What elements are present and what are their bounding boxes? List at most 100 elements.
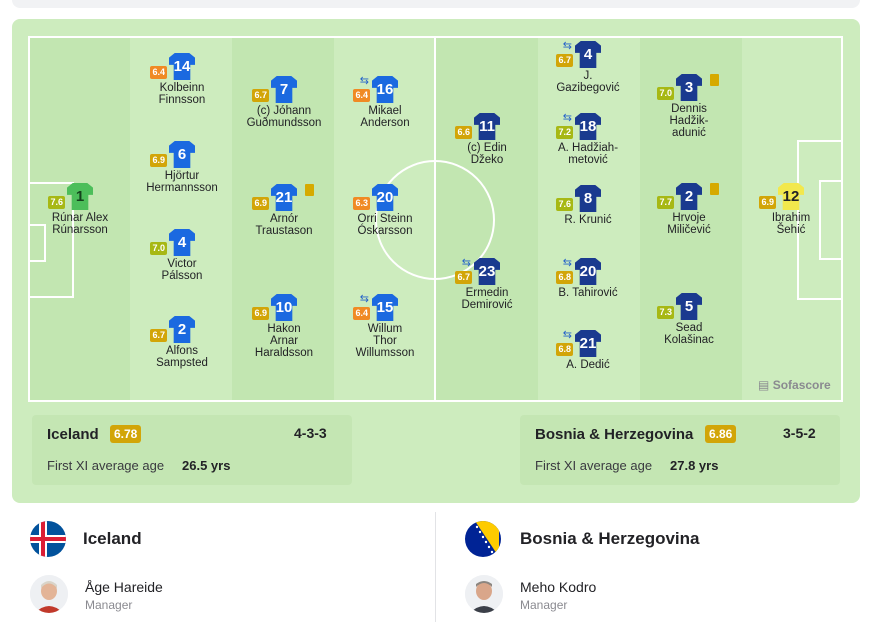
home-penalty-box [28,182,74,298]
player-rating: 7.0 [150,242,167,255]
center-circle [375,160,495,280]
player-number: 2 [177,321,187,338]
player-number: 14 [173,58,191,75]
player-away-21[interactable]: 21 ⇆ 6.8 A. Dedić [518,329,658,371]
player-rating: 6.8 [556,271,573,284]
shirt-icon: 4 7.0 [150,229,195,256]
player-rating: 6.7 [150,329,167,342]
player-name-line: Miličević [667,224,711,236]
player-away-2[interactable]: 2 7.7 Hrvoje Miličević [619,183,759,236]
player-home-15[interactable]: 15 ⇆ 6.4 Willum Thor Willumsson [315,293,455,359]
away-footer-team-name[interactable]: Bosnia & Herzegovina [520,529,700,548]
player-number: 5 [684,298,694,315]
player-name-line: Pálsson [161,270,203,282]
player-rating: 7.6 [556,198,573,211]
shirt-icon: 2 6.7 [150,316,195,343]
player-name-line: Willum [367,323,403,335]
shirt-icon: 12 6.9 [759,183,804,210]
substitution-icon: ⇆ [359,293,369,305]
player-name-line: Rúnar Alex [51,212,109,224]
player-away-4[interactable]: 4 ⇆ 6.7 J. Gazibegović [518,40,658,94]
player-number: 6 [177,146,187,163]
away-formation: 3-5-2 [783,425,816,441]
player-name-line: Finnsson [158,94,206,106]
player-rating: 6.4 [353,307,370,320]
shirt-icon: 14 6.4 [150,53,195,80]
player-name-line: Orri Steinn [357,213,413,225]
home-formation: 4-3-3 [294,425,327,441]
player-rating: 6.7 [252,89,269,102]
shirt-icon: 20 ⇆ 6.8 [556,257,601,285]
player-name-line: Haraldsson [254,347,314,359]
shirt-icon: 11 6.6 [455,113,500,140]
player-name-line: Hrvoje [672,212,706,224]
player-rating: 6.7 [556,54,573,67]
player-away-8[interactable]: 8 7.6 R. Krunić [518,185,658,226]
player-name-line: Ermedin [465,287,509,299]
away-manager-name[interactable]: Meho Kodro [520,579,597,595]
player-number: 21 [275,189,293,206]
away-age-value: 27.8 yrs [670,458,719,473]
player-home-14[interactable]: 14 6.4 Kolbeinn Finnsson [112,53,252,106]
player-rating: 7.6 [48,196,65,209]
player-home-16[interactable]: 16 ⇆ 6.4 Mikael Anderson [315,75,455,129]
player-away-5[interactable]: 5 7.3 Sead Kolašinac [619,293,759,346]
player-name-line: Mikael [368,105,402,117]
player-rating: 6.4 [353,89,370,102]
home-manager-avatar [30,575,68,613]
player-home-10[interactable]: 10 6.9 Hakon Arnar Haraldsson [214,294,354,359]
player-name-line: R. Krunić [564,214,612,226]
player-name-line: Kolašinac [664,334,714,346]
player-name-line: Óskarsson [357,225,413,237]
player-home-20[interactable]: 20 6.3 Orri Steinn Óskarsson [315,184,455,237]
player-away-12[interactable]: 12 6.9 Ibrahim Šehić [721,183,861,236]
shirt-icon: 21 6.9 [252,184,314,211]
player-name-line: Džeko [470,154,504,166]
player-number: 2 [684,188,694,205]
pitch-stripe [28,36,130,402]
shirt-icon: 20 6.3 [353,184,398,211]
player-home-2[interactable]: 2 6.7 Alfons Sampsted [112,316,252,369]
substitution-icon: ⇆ [562,40,572,52]
player-away-23[interactable]: 23 ⇆ 6.7 Ermedin Demirović [417,257,557,311]
substitution-icon: ⇆ [461,257,471,269]
player-home-4[interactable]: 4 7.0 Victor Pálsson [112,229,252,282]
home-team-summary [32,415,352,485]
player-away-20[interactable]: 20 ⇆ 6.8 B. Tahirović [518,257,658,299]
player-name-line: Willumsson [355,347,415,359]
substitution-icon: ⇆ [562,257,572,269]
player-away-18[interactable]: 18 ⇆ 7.2 A. Hadžiah- metović [518,112,658,166]
shirt-icon: 18 ⇆ 7.2 [556,112,601,140]
player-name-line: adunić [672,127,706,139]
shirt-icon: 10 6.9 [252,294,297,321]
player-name-line: Dennis [671,103,707,115]
player-name-line: J. [583,70,593,82]
player-rating: 6.8 [556,343,573,356]
player-home-6[interactable]: 6 6.9 Hjörtur Hermannsson [112,141,252,194]
player-number: 15 [376,299,394,316]
player-name-line: (c) Edin [467,142,507,154]
away-team-name: Bosnia & Herzegovina [535,426,694,443]
player-name-line: Sampsted [156,357,208,369]
player-home-21[interactable]: 21 6.9 Arnór Traustason [214,184,354,237]
player-home-7[interactable]: 7 6.7 (c) Jóhann Guðmundsson [214,76,354,129]
player-number: 10 [275,299,293,316]
player-name-line: B. Tahirović [558,287,618,299]
home-manager-name[interactable]: Åge Hareide [85,579,163,595]
player-number: 20 [376,189,394,206]
player-rating: 6.4 [150,66,167,79]
yellow-card-icon [710,183,719,195]
player-name-line: Arnór [269,213,299,225]
iceland-flag-icon [30,521,66,557]
player-home-1[interactable]: 1 7.6 Rúnar Alex Rúnarsson [10,183,150,236]
player-rating: 6.9 [759,196,776,209]
player-number: 21 [579,335,597,352]
player-away-11[interactable]: 11 6.6 (c) Edin Džeko [417,113,557,166]
player-rating: 7.7 [657,196,674,209]
player-away-3[interactable]: 3 7.0 Dennis Hadžik- adunić [619,74,759,139]
shirt-icon: 21 ⇆ 6.8 [556,329,601,357]
substitution-icon: ⇆ [562,329,572,341]
home-footer-team-name[interactable]: Iceland [83,529,142,548]
player-name-line: Ibrahim [771,212,811,224]
player-rating: 6.7 [455,271,472,284]
